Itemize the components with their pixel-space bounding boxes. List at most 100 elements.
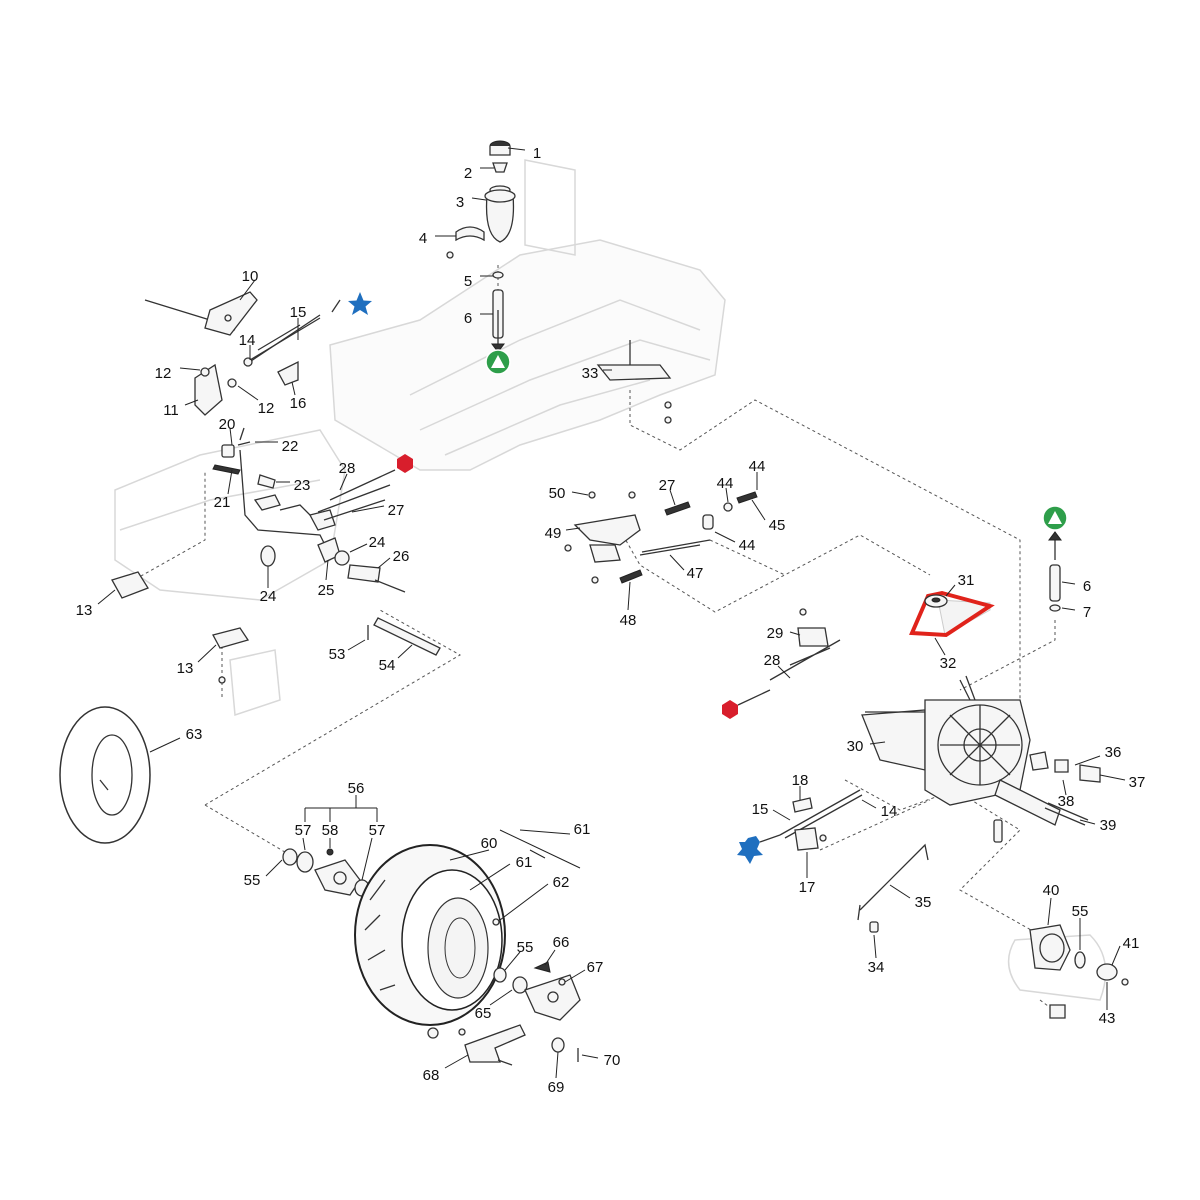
callout-leader-41: [1111, 945, 1121, 966]
callout-label-28: 28: [339, 460, 356, 477]
callout-leader-70: [581, 1054, 599, 1059]
callout-leader-14: [861, 799, 877, 809]
callout-label-5: 5: [464, 273, 472, 290]
callout-leader-32: [934, 637, 946, 656]
callout-label-56: 56: [348, 780, 365, 797]
callout-label-2: 2: [464, 165, 472, 182]
callout-leader-38: [1062, 779, 1067, 796]
callout-leader-1: [507, 147, 526, 151]
callout-label-27: 27: [659, 477, 676, 494]
callout-label-44: 44: [717, 475, 734, 492]
callout-leader-55: [504, 951, 521, 971]
callout-leader-31: [945, 584, 956, 597]
callout-leader-44: [714, 531, 736, 543]
assembly-lines: [124, 265, 1061, 1016]
callout-leader-53: [347, 639, 366, 651]
callout-label-55: 55: [1072, 903, 1089, 920]
pedal-bracket-assembly: [111, 291, 441, 684]
callout-leader-65: [489, 989, 513, 1006]
callout-leader-29: [789, 631, 801, 636]
callout-leader-60: [449, 849, 490, 861]
callout-leader-36: [1074, 755, 1101, 766]
callout-label-37: 37: [1129, 774, 1146, 791]
callout-label-60: 60: [481, 835, 498, 852]
callout-label-66: 66: [553, 934, 570, 951]
callout-leader-66: [544, 949, 556, 966]
callout-label-27: 27: [388, 502, 405, 519]
callout-label-13: 13: [177, 660, 194, 677]
callout-leader-67: [564, 969, 586, 983]
star-marker-top: [331, 292, 372, 315]
callout-leader-3: [471, 197, 487, 201]
callout-label-12: 12: [258, 400, 275, 417]
callout-label-14: 14: [239, 332, 256, 349]
callout-leader-13: [197, 644, 217, 663]
callout-leader-24: [349, 543, 368, 553]
callout-leader-49: [565, 527, 581, 531]
callout-label-31: 31: [958, 572, 975, 589]
callout-label-32: 32: [940, 655, 957, 672]
callout-leader-55: [265, 859, 283, 877]
callout-label-35: 35: [915, 894, 932, 911]
lower-right-linkage: [779, 789, 929, 933]
callout-label-69: 69: [548, 1079, 565, 1096]
callout-label-6: 6: [1083, 578, 1091, 595]
callout-label-22: 22: [282, 438, 299, 455]
callout-label-13: 13: [76, 602, 93, 619]
callout-label-49: 49: [545, 525, 562, 542]
callout-label-70: 70: [604, 1052, 621, 1069]
callout-label-53: 53: [329, 646, 346, 663]
drive-belt: [909, 590, 995, 638]
callout-label-44: 44: [739, 537, 756, 554]
callout-leader-16: [291, 381, 296, 396]
callout-leader-11: [184, 399, 199, 406]
callout-leader-48: [627, 581, 631, 611]
hexagon-marker-top: [329, 454, 413, 501]
callout-leader-26: [377, 557, 391, 569]
callout-label-62: 62: [553, 874, 570, 891]
callout-leader-61: [519, 829, 571, 835]
callout-label-24: 24: [260, 588, 277, 605]
callout-label-21: 21: [214, 494, 231, 511]
callout-label-18: 18: [792, 772, 809, 789]
callout-label-10: 10: [242, 268, 259, 285]
callout-label-25: 25: [318, 582, 335, 599]
callout-label-63: 63: [186, 726, 203, 743]
hexagon-marker-bottom: [722, 689, 771, 719]
callout-label-61: 61: [574, 821, 591, 838]
callout-leader-61: [469, 863, 511, 891]
callout-label-34: 34: [868, 959, 885, 976]
callout-leader-69: [555, 1051, 559, 1079]
callout-label-7: 7: [1083, 604, 1091, 621]
triangle-marker-top: [485, 349, 511, 375]
callout-label-15: 15: [752, 801, 769, 818]
callout-label-16: 16: [290, 395, 307, 412]
callout-label-48: 48: [620, 612, 637, 629]
callout-label-30: 30: [847, 738, 864, 755]
callout-leader-7: [1061, 607, 1076, 611]
callout-label-38: 38: [1058, 793, 1075, 810]
transaxle: [861, 675, 1101, 843]
callout-label-11: 11: [163, 402, 179, 419]
callout-label-1: 1: [533, 145, 541, 162]
inner-tube: [59, 706, 151, 844]
callout-leader-45: [751, 499, 766, 521]
callout-label-14: 14: [881, 803, 898, 820]
fuel-tank-assembly: [446, 140, 516, 353]
callout-label-57: 57: [295, 822, 312, 839]
callout-leader-68: [444, 1054, 469, 1069]
callout-label-28: 28: [764, 652, 781, 669]
callout-label-12: 12: [155, 365, 172, 382]
callout-leader-27: [669, 489, 676, 506]
star-marker-bottom: [737, 834, 781, 864]
tire: [354, 844, 506, 1026]
callout-leader-10: [239, 279, 256, 301]
callout-label-54: 54: [379, 657, 396, 674]
callout-leader-35: [889, 884, 911, 899]
callout-label-58: 58: [322, 822, 339, 839]
callout-label-26: 26: [393, 548, 410, 565]
callout-label-4: 4: [419, 230, 427, 247]
callout-leader-44: [725, 487, 729, 503]
callout-label-55: 55: [244, 872, 261, 889]
